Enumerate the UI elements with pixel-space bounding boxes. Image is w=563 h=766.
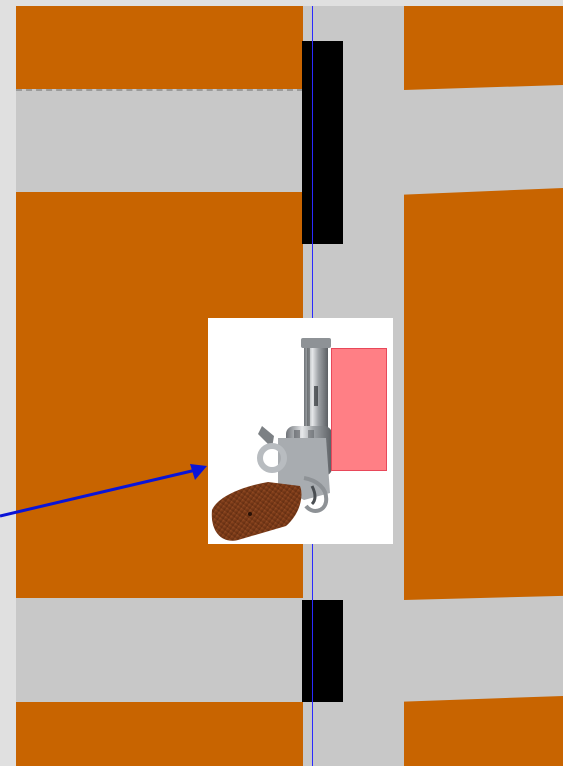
black-bar-lower bbox=[302, 600, 343, 702]
wall-block-mid-right bbox=[404, 188, 563, 600]
wall-block-bottom-right bbox=[404, 696, 563, 766]
wall-block-bottom-left bbox=[16, 702, 303, 766]
wall-block-top-left bbox=[16, 6, 303, 89]
target-highlight[interactable] bbox=[331, 348, 387, 471]
wall-block-top-right bbox=[404, 6, 563, 90]
revolver-item[interactable] bbox=[208, 318, 393, 544]
game-canvas[interactable] bbox=[16, 6, 563, 766]
dashed-edge bbox=[16, 89, 303, 91]
black-bar-upper bbox=[302, 41, 343, 244]
